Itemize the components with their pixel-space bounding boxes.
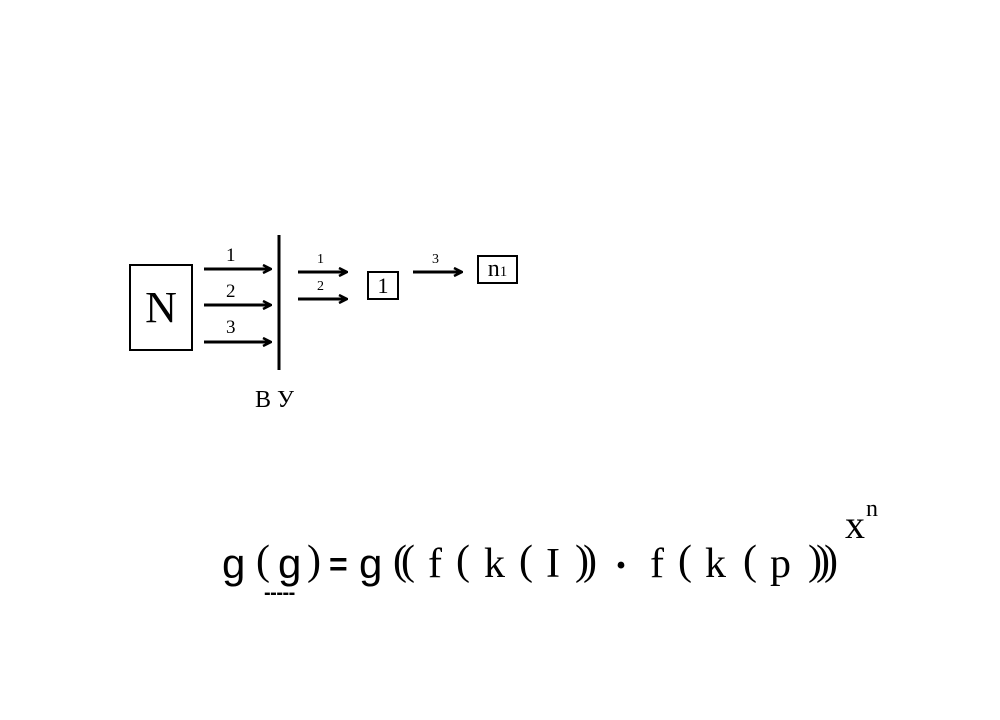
formula-token: · xyxy=(614,543,629,589)
formula-exponent-base: x xyxy=(845,502,865,547)
formula-token: ( xyxy=(519,538,533,584)
input-label-1: 1 xyxy=(226,245,236,266)
formula-token: g xyxy=(278,540,302,587)
formula-underline: ----- xyxy=(264,582,295,604)
formula-token: g xyxy=(359,540,383,587)
formula-exponent-power: n xyxy=(866,496,878,522)
divider-label: В У xyxy=(255,387,294,413)
final-arrow-label: 3 xyxy=(432,252,439,267)
formula-token: ( xyxy=(256,538,270,584)
formula-token: k xyxy=(705,541,726,587)
formula-token: f xyxy=(650,541,664,587)
middle-box: 1 xyxy=(367,271,399,300)
final-box-label: n xyxy=(487,256,500,282)
input-label-3: 3 xyxy=(226,317,236,338)
formula-token: ( xyxy=(743,538,757,584)
formula-token: k xyxy=(484,541,505,587)
formula-token: g xyxy=(222,540,246,587)
formula-token: I xyxy=(546,541,560,587)
output-label-1: 1 xyxy=(317,252,324,267)
middle-box-label: 1 xyxy=(377,272,389,298)
formula-token: ( xyxy=(456,538,470,584)
formula-token: f xyxy=(428,541,442,587)
source-box-label: N xyxy=(145,283,177,332)
output-label-2: 2 xyxy=(317,279,324,294)
final-box-subscript: 1 xyxy=(499,264,508,280)
formula-token: p xyxy=(770,541,791,587)
input-label-2: 2 xyxy=(226,281,236,302)
formula-token: = xyxy=(329,546,348,582)
formula-token: )) xyxy=(575,538,597,584)
formula-token: ( xyxy=(678,538,692,584)
formula-token: ) xyxy=(307,538,321,584)
source-box: N xyxy=(129,264,193,351)
formula-token: ))) xyxy=(808,538,838,584)
formula-token: (( xyxy=(393,538,415,584)
